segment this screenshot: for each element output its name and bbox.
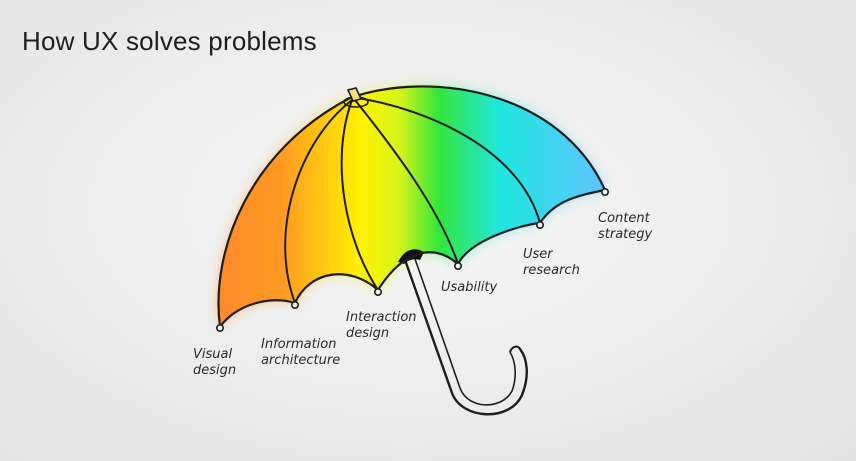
label-interaction-design: Interaction design — [346, 310, 417, 341]
label-content-strategy: Content strategy — [598, 211, 653, 242]
handle-tip — [509, 345, 521, 353]
label-usability: Usability — [441, 280, 498, 295]
rib-end-points — [216, 188, 609, 332]
page-title: How UX solves problems — [22, 26, 317, 56]
label-user-research: User research — [523, 247, 580, 278]
label-information-architecture: Information architecture — [261, 337, 341, 368]
umbrella-handle-inner — [413, 255, 516, 406]
label-visual-design: Visual design — [193, 347, 237, 378]
umbrella-handle — [402, 255, 528, 416]
umbrella-tip — [343, 87, 369, 108]
canopy-ribs — [284, 97, 541, 304]
umbrella-canopy — [218, 86, 605, 327]
